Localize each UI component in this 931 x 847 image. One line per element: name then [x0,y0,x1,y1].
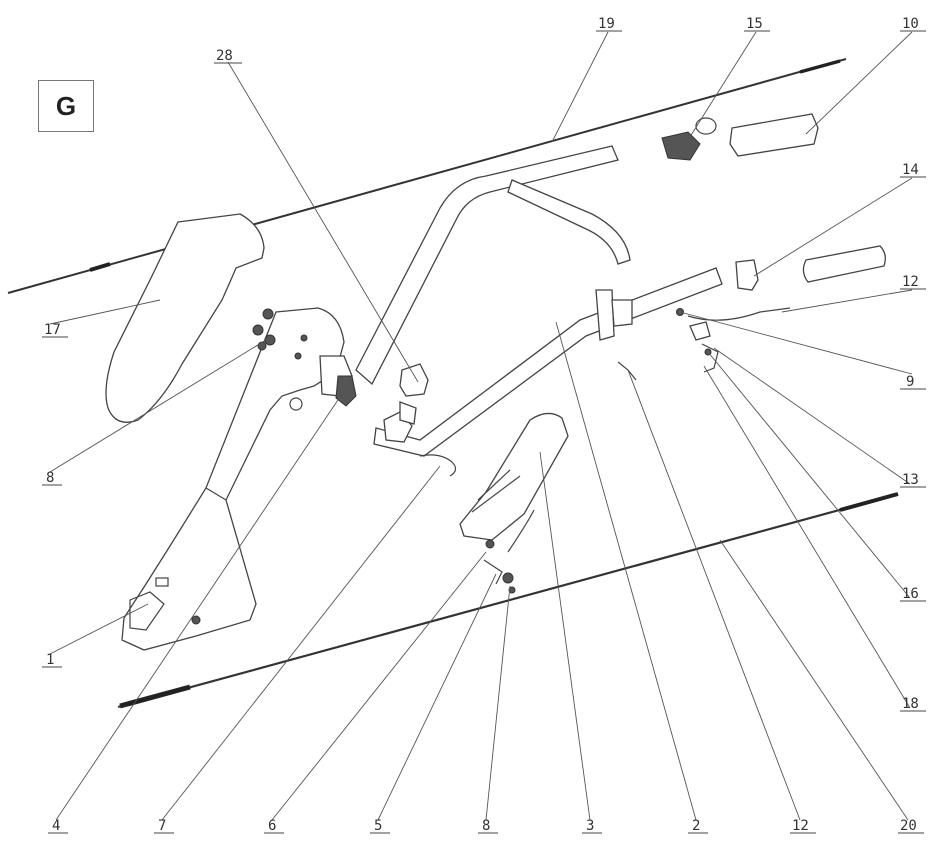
callout-15: 15 [746,16,763,32]
callout-6: 6 [268,818,276,834]
frame-plate-1 [121,307,345,651]
leader-lines [49,31,913,821]
callout-20: 20 [900,818,917,834]
callout-17: 17 [44,322,61,338]
handle-2 [355,145,619,386]
callout-13: 13 [902,472,919,488]
callout-labels: 28 19 15 10 14 12 9 13 16 18 20 12 2 [42,16,926,834]
callout-11: 12 [792,818,809,834]
callout-9: 9 [906,374,914,390]
callout-28: 28 [216,48,233,64]
callout-3: 3 [586,818,594,834]
callout-18: 18 [902,696,919,712]
shield-17 [105,213,265,423]
callout-4: 4 [52,818,60,834]
rod-19 [7,58,847,294]
callout-19: 19 [598,16,615,32]
callout-14: 14 [902,162,919,178]
callout-8-bottom: 8 [482,818,490,834]
lever-3 [459,412,569,541]
section-label-box: G [38,80,94,132]
callout-5: 5 [374,818,382,834]
callout-1: 1 [46,652,54,668]
cable-20 [117,492,899,709]
callout-12: 12 [902,274,919,290]
callout-7: 7 [158,818,166,834]
callout-10: 10 [902,16,919,32]
callout-2: 2 [692,818,700,834]
callout-8-left: 8 [46,470,54,486]
callout-16: 16 [902,586,919,602]
